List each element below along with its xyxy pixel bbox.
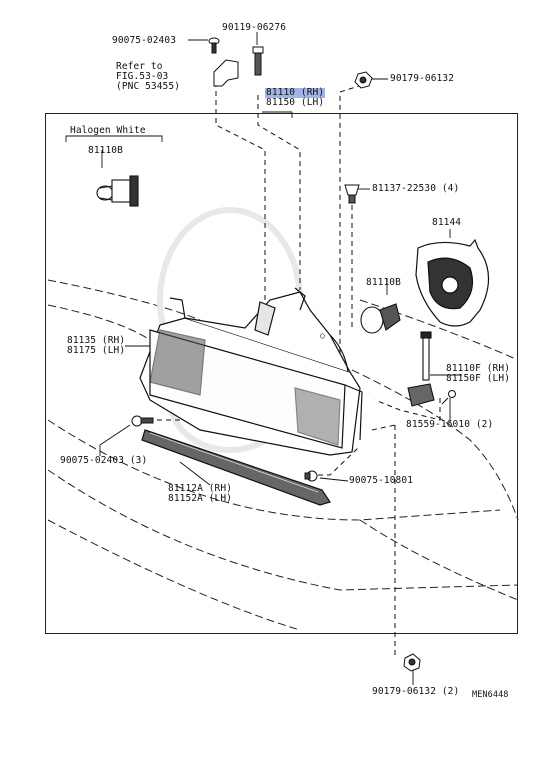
label-81152a-lh: 81152A (LH) bbox=[168, 493, 233, 504]
label-81144: 81144 bbox=[432, 217, 462, 228]
bulb-81110b-icon bbox=[360, 303, 401, 334]
halogen-bulb-icon bbox=[96, 175, 139, 207]
assembly-frame bbox=[45, 113, 518, 634]
label-81150-lh: 81150 (LH) bbox=[266, 97, 325, 108]
screw-left-icon bbox=[131, 415, 154, 427]
label-81110-rh[interactable]: 81110 (RH) bbox=[265, 87, 326, 98]
label-halogen-white: Halogen White bbox=[70, 125, 146, 136]
nut-top-icon bbox=[354, 71, 373, 89]
label-refer-to: Refer to bbox=[116, 61, 163, 72]
label-pnc: (PNC 53455) bbox=[116, 81, 181, 92]
solid-leaders bbox=[65, 32, 462, 685]
screw-top-icon bbox=[208, 37, 220, 54]
trim-strip bbox=[141, 429, 331, 506]
label-fig: FIG.53-03 bbox=[116, 71, 169, 82]
label-81110b-left: 81110B bbox=[88, 145, 123, 156]
small-screw-icon bbox=[441, 390, 456, 405]
label-90075-02403-top: 90075-02403 bbox=[112, 35, 177, 46]
label-81137-22530: 81137-22530 (4) bbox=[372, 183, 460, 194]
label-90179-06132-2: 90179-06132 (2) bbox=[372, 686, 460, 697]
fasteners bbox=[131, 37, 456, 672]
label-90075-10801: 90075-10801 bbox=[349, 475, 414, 486]
nut-bottom-icon bbox=[403, 653, 421, 672]
car-body-outline bbox=[47, 279, 519, 631]
headlamp-assembly bbox=[139, 287, 363, 456]
label-81110f-rh: 81110F (RH) bbox=[446, 363, 511, 374]
label-81135-rh: 81135 (RH) bbox=[67, 335, 126, 346]
label-90075-02403-3: 90075-02403 (3) bbox=[60, 455, 148, 466]
socket-wire-icon bbox=[407, 331, 435, 407]
label-90179-06132-top: 90179-06132 bbox=[390, 73, 455, 84]
bolt-icon bbox=[252, 46, 264, 76]
label-81150f-lh: 81150F (LH) bbox=[446, 373, 511, 384]
clip-icon bbox=[344, 184, 360, 204]
label-90119-06276: 90119-06276 bbox=[222, 22, 287, 33]
label-81112a-rh: 81112A (RH) bbox=[168, 483, 233, 494]
lamp-mark: ○ bbox=[320, 331, 325, 340]
bracket-icon bbox=[213, 59, 239, 87]
label-81175-lh: 81175 (LH) bbox=[67, 345, 126, 356]
screw-bottom-icon bbox=[304, 470, 318, 482]
leader-lines bbox=[148, 82, 441, 655]
label-81559-16010: 81559-16010 (2) bbox=[406, 419, 494, 430]
socket-cover-icon bbox=[415, 238, 490, 327]
label-81110b-right: 81110B bbox=[366, 277, 401, 288]
diagram-code: MEN6448 bbox=[472, 690, 509, 700]
